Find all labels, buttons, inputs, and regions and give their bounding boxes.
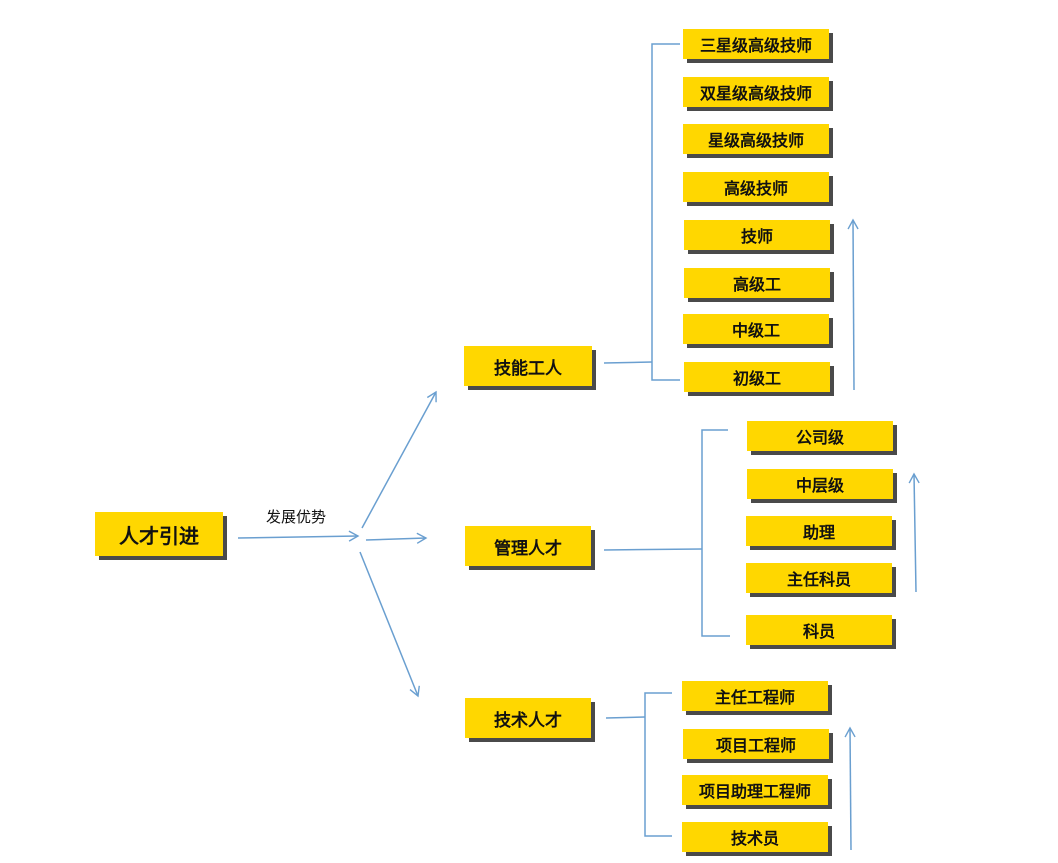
bracket-skilled — [651, 43, 680, 381]
level-box: 技术员 — [682, 822, 828, 852]
root-node-talent-introduction: 人才引进 — [95, 512, 223, 556]
branch-arrow-technical — [359, 551, 420, 698]
progression-arrow-management — [908, 472, 920, 593]
level-box: 初级工 — [684, 362, 830, 392]
level-box: 项目助理工程师 — [682, 775, 828, 805]
bracket-skilled-stem — [603, 361, 653, 364]
level-box: 中层级 — [747, 469, 893, 499]
level-box: 星级高级技师 — [683, 124, 829, 154]
bracket-management — [701, 429, 730, 637]
progression-arrow-technical — [844, 726, 856, 851]
level-box: 技师 — [684, 220, 830, 250]
level-box: 公司级 — [747, 421, 893, 451]
level-box: 三星级高级技师 — [683, 29, 829, 59]
bracket-technical-stem — [605, 716, 646, 719]
level-box: 双星级高级技师 — [683, 77, 829, 107]
root-connector — [237, 530, 360, 542]
branch-technical-talent: 技术人才 — [465, 698, 591, 738]
level-box: 助理 — [746, 516, 892, 546]
level-box: 中级工 — [683, 314, 829, 344]
bracket-management-stem — [603, 548, 703, 551]
branch-arrow-skilled — [361, 390, 437, 529]
level-box: 主任科员 — [746, 563, 892, 593]
branch-management-talent: 管理人才 — [465, 526, 591, 566]
branch-skilled-workers: 技能工人 — [464, 346, 592, 386]
level-box: 项目工程师 — [683, 729, 829, 759]
progression-arrow-skilled — [847, 218, 859, 391]
level-box: 主任工程师 — [682, 681, 828, 711]
development-advantage-label: 发展优势 — [266, 508, 327, 526]
level-box: 高级技师 — [683, 172, 829, 202]
bracket-technical — [644, 692, 672, 837]
level-box: 高级工 — [684, 268, 830, 298]
level-box: 科员 — [746, 615, 892, 645]
branch-arrow-management — [365, 532, 428, 544]
